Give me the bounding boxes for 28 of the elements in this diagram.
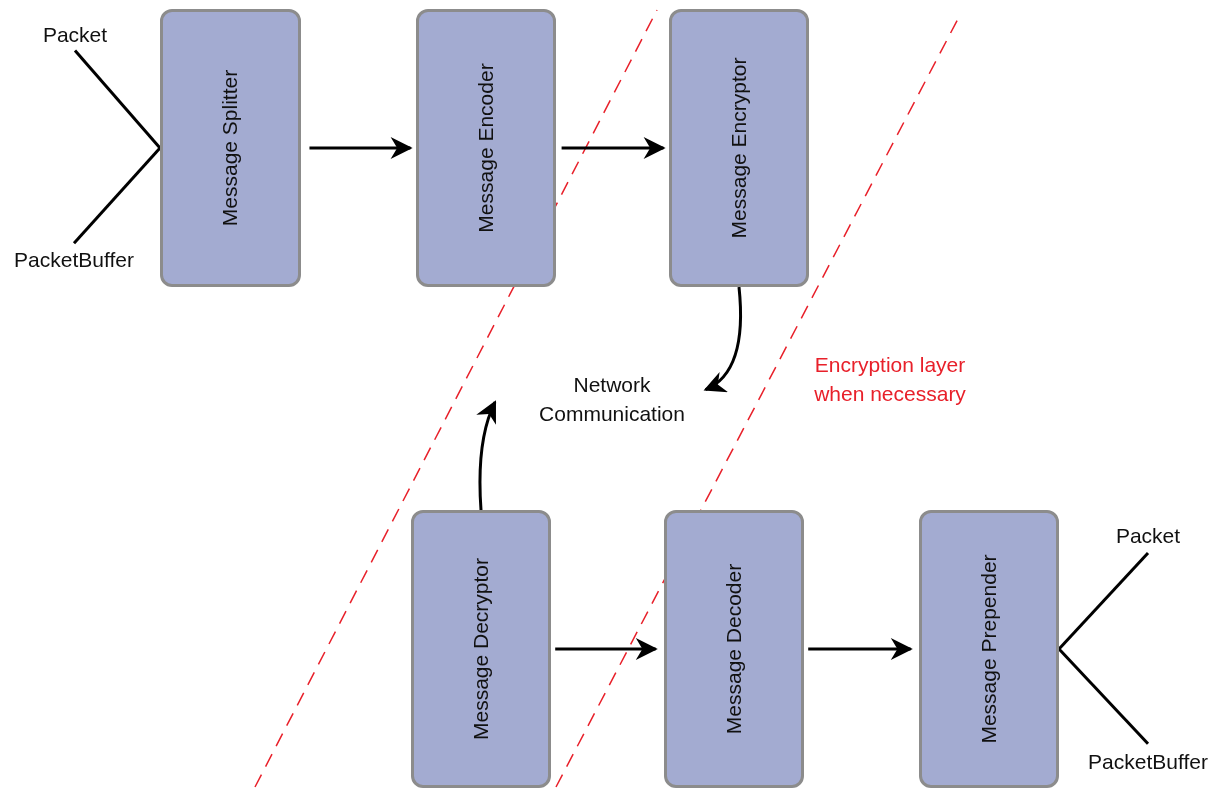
arrow [555,638,658,660]
box-label: Message Decoder [722,563,746,735]
arrow [476,400,497,511]
process-box [411,510,551,788]
connector-line [1057,551,1150,650]
box-label: Message Encoder [474,63,498,233]
process-box [160,9,301,287]
arrow [309,137,413,159]
arrow [561,137,666,159]
connector-line [72,147,162,245]
note-text: Encryption layer when necessary [813,352,967,408]
node-label: Network Communication [522,368,702,430]
connector-line [1057,647,1150,745]
node-label: Packet [38,22,112,48]
node-label: PacketBuffer [1080,748,1216,776]
arrow [808,638,913,660]
connector-line [73,49,162,149]
box-label: Message Encryptor [727,57,751,239]
node-label: Packet [1110,523,1186,549]
arrow [703,286,743,392]
process-box [669,9,809,287]
process-box [416,9,556,287]
box-label: Message Splitter [218,69,243,227]
node-label: PacketBuffer [6,246,142,274]
box-label: Message Decryptor [469,557,493,741]
process-box [664,510,804,788]
box-label: Message Prepender [977,554,1001,744]
process-box [919,510,1059,788]
